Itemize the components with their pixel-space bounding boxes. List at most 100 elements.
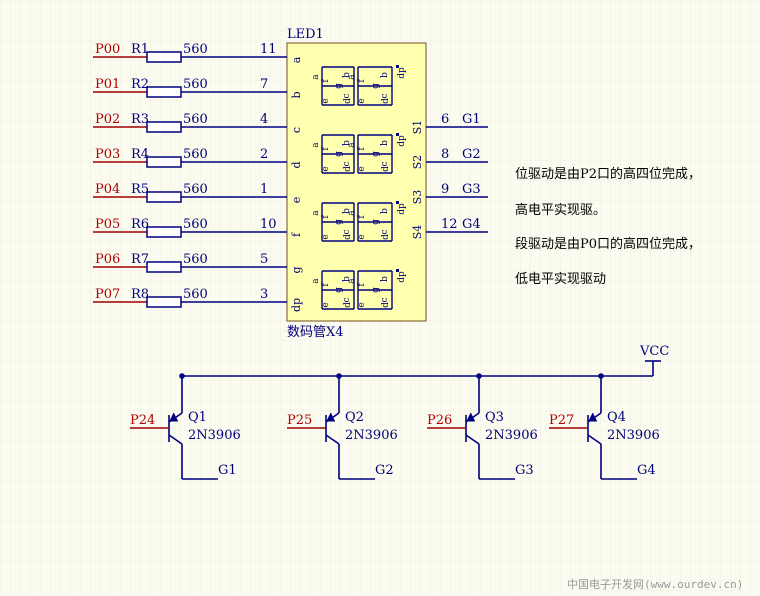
seg-label-g: g: [371, 83, 381, 89]
seg-label-c: c: [342, 297, 352, 302]
seg-label-e: e: [357, 166, 367, 171]
transistor-part: 2N3906: [345, 428, 398, 443]
seg-label-a: a: [347, 74, 357, 80]
seg-label-a: a: [347, 142, 357, 148]
port-label: P01: [95, 77, 120, 92]
base-net-label: P26: [427, 413, 452, 428]
seg-label-f: f: [321, 283, 331, 287]
resistor-value: 560: [183, 217, 208, 232]
segment-pin-number: 11: [260, 42, 277, 57]
seg-label-b: b: [380, 276, 390, 282]
seg-label-f: f: [357, 215, 367, 219]
seg-label-f: f: [321, 215, 331, 219]
segment-letter-a: a: [290, 56, 303, 63]
seg-label-c: c: [342, 161, 352, 166]
led-designator: LED1: [287, 27, 324, 42]
transistor-part: 2N3906: [188, 428, 241, 443]
junction-dot: [179, 373, 185, 379]
seg-label-a: a: [347, 210, 357, 216]
seg-label-g: g: [371, 219, 381, 225]
seg-label-e: e: [357, 302, 367, 307]
select-net-label: G3: [462, 182, 481, 197]
select-pin-number: 9: [441, 182, 449, 197]
port-label: P02: [95, 112, 120, 127]
resistor-0: [146, 51, 182, 63]
seg-label-b: b: [342, 208, 352, 214]
seg-label-e: e: [321, 98, 331, 103]
segment-pin-number: 7: [260, 77, 268, 92]
resistor-ref: R5: [131, 182, 149, 197]
seg-label-b: b: [380, 72, 390, 78]
base-net-label: P25: [287, 413, 312, 428]
collector-net-label: G2: [375, 463, 394, 478]
seg-label-g: g: [334, 83, 344, 89]
seg-label-g: g: [371, 151, 381, 157]
select-net-label: G2: [462, 147, 481, 162]
vcc-label: VCC: [639, 344, 669, 359]
port-label: P06: [95, 252, 120, 267]
segment-letter-c: c: [290, 127, 303, 133]
seg-label-c: c: [380, 229, 390, 234]
select-net-label: G1: [462, 112, 481, 127]
resistor-ref: R3: [131, 112, 149, 127]
resistor-value: 560: [183, 252, 208, 267]
dp-dot: [396, 65, 399, 68]
vcc-bus: VCC: [182, 344, 669, 377]
seg-label-e: e: [357, 234, 367, 239]
dp-dot: [396, 133, 399, 136]
digit-select-pin-2[interactable]: 9 G3: [426, 182, 488, 198]
seg-label-e: e: [357, 98, 367, 103]
resistor-2: [146, 121, 182, 133]
led-comment: 数码管X4: [287, 325, 344, 340]
base-net-label: P24: [130, 413, 155, 428]
seg-label-a: a: [311, 278, 321, 284]
seg-label-a: a: [347, 278, 357, 284]
seg-label-f: f: [321, 147, 331, 151]
seg-label-d: d: [381, 98, 391, 104]
seg-label-g: g: [371, 287, 381, 293]
seg-label-f: f: [357, 79, 367, 83]
resistor-4: [146, 191, 182, 203]
resistor-3: [146, 156, 182, 168]
seg-label-e: e: [321, 166, 331, 171]
segment-letter-d: d: [290, 161, 303, 168]
select-pin-number: 12: [441, 217, 458, 232]
resistor-ref: R2: [131, 77, 149, 92]
note-line-4: 低电平实现驱动: [515, 272, 606, 287]
collector-net-label: G3: [515, 463, 534, 478]
seg-label-c: c: [380, 297, 390, 302]
segment-letter-f: f: [290, 232, 303, 237]
resistor-value: 560: [183, 147, 208, 162]
segment-pin-number: 5: [260, 252, 268, 267]
seg-label-d: d: [381, 234, 391, 240]
note-line-1: 位驱动是由P2口的高四位完成，: [515, 166, 701, 182]
segment-pin-number: 4: [260, 112, 268, 127]
seg-label-d: d: [381, 302, 391, 308]
seg-label-dp: dp: [397, 271, 407, 283]
seg-label-g: g: [334, 151, 344, 157]
seg-label-c: c: [380, 93, 390, 98]
transistor-ref: Q1: [188, 410, 207, 425]
